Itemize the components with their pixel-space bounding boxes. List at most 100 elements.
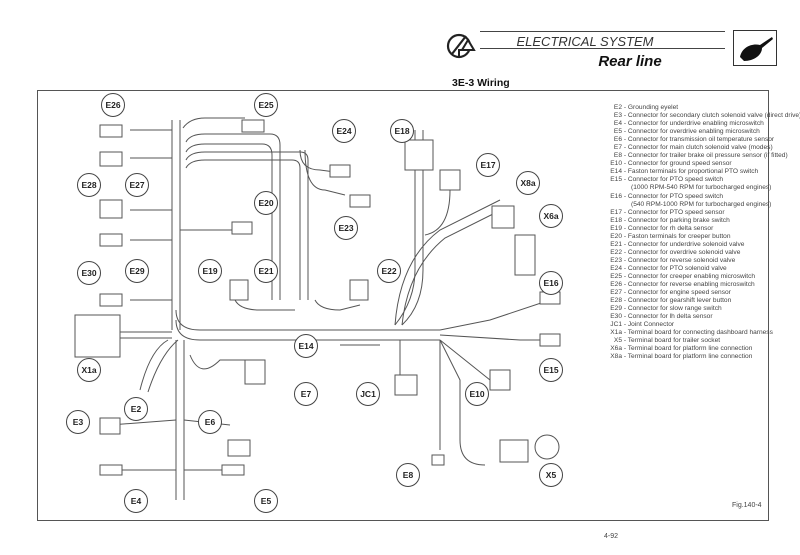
legend-item: X5 - Terminal board for trailer socket	[591, 337, 800, 345]
legend-code: X5	[613, 337, 622, 345]
legend-text: Connector for underdrive solenoid valve	[627, 240, 745, 248]
company-logo-icon	[446, 33, 476, 59]
callout-e22: E22	[377, 259, 401, 283]
legend-item: E19 - Connector for rh delta sensor	[591, 225, 800, 233]
callout-e29: E29	[125, 259, 149, 283]
legend-code: E14	[610, 168, 622, 176]
legend-item: E27 - Connector for engine speed sensor	[591, 289, 800, 297]
legend-code: E5	[613, 128, 622, 136]
legend-item: E22 - Connector for overdrive solenoid v…	[591, 249, 800, 257]
callout-x8a: X8a	[516, 171, 540, 195]
callout-e17: E17	[476, 153, 500, 177]
legend-text: Terminal board for trailer socket	[627, 337, 721, 345]
legend-code: X8a	[610, 353, 622, 361]
legend-item: E20 - Faston terminals for creeper butto…	[591, 233, 800, 241]
legend-text: Connector for creeper enabling microswit…	[627, 272, 756, 280]
legend-text: Connector for trailer brake oil pressure…	[627, 152, 788, 160]
legend-code: E24	[610, 264, 622, 272]
section-title: ELECTRICAL SYSTEM	[516, 34, 654, 49]
legend-item: E5 - Connector for overdrive enabling mi…	[591, 128, 800, 136]
legend-item: E4 - Connector for underdrive enabling m…	[591, 120, 800, 128]
legend-code: E27	[610, 289, 622, 297]
legend-text: Connector for rh delta sensor	[627, 224, 714, 232]
legend-code: JC1	[610, 321, 622, 329]
legend-item: E24 - Connector for PTO solenoid valve	[591, 265, 800, 273]
legend-code: E18	[610, 216, 622, 224]
callout-e6: E6	[198, 410, 222, 434]
legend-item: E21 - Connector for underdrive solenoid …	[591, 241, 800, 249]
tractor-hand-icon	[733, 30, 777, 66]
page-number: 4-92	[604, 533, 619, 540]
legend-item: X1a - Terminal board for connecting dash…	[591, 329, 800, 337]
legend-text: Connector for PTO speed switch	[627, 176, 724, 184]
callout-e5: E5	[254, 489, 278, 513]
legend-code: E16	[610, 192, 622, 200]
legend-item: JC1 - Joint Connector	[591, 321, 800, 329]
callout-e15: E15	[539, 358, 563, 382]
callout-e28: E28	[77, 173, 101, 197]
legend-code: E30	[610, 313, 622, 321]
legend-item: E23 - Connector for reverse solenoid val…	[591, 257, 800, 265]
diagram-frame	[37, 90, 769, 521]
callout-e27: E27	[125, 173, 149, 197]
legend-item: E15 - Connector for PTO speed switch	[591, 176, 800, 184]
legend-text: Faston terminals for proportional PTO sw…	[627, 168, 759, 176]
legend-text: Connector for lh delta sensor	[627, 313, 713, 321]
callout-e19: E19	[198, 259, 222, 283]
callout-e7: E7	[294, 382, 318, 406]
legend-item: E30 - Connector for lh delta sensor	[591, 313, 800, 321]
legend-item: X6a - Terminal board for platform line c…	[591, 345, 800, 353]
legend-text: Connector for main clutch solenoid valve…	[627, 144, 773, 152]
callout-e25: E25	[254, 93, 278, 117]
legend-text: Connector for ground speed sensor	[627, 160, 732, 168]
callout-x1a: X1a	[77, 358, 101, 382]
legend-text: Connector for overdrive enabling microsw…	[627, 128, 760, 136]
callout-e2: E2	[124, 397, 148, 421]
legend-item: E10 - Connector for ground speed sensor	[591, 160, 800, 168]
legend-item: E3 - Connector for secondary clutch sole…	[591, 112, 800, 120]
callout-e16: E16	[539, 271, 563, 295]
callout-e21: E21	[254, 259, 278, 283]
callout-e10: E10	[465, 382, 489, 406]
header-rule-bottom	[480, 48, 725, 49]
callout-e20: E20	[254, 191, 278, 215]
legend-text: Connector for PTO speed switch	[627, 192, 724, 200]
legend-text: Connector for reverse enabling microswit…	[627, 281, 755, 289]
diagram-title: 3E-3 Wiring	[452, 77, 510, 89]
callout-e3: E3	[66, 410, 90, 434]
legend-text: Terminal board for platform line connect…	[627, 353, 753, 361]
legend-code: E20	[610, 232, 622, 240]
legend-code: E17	[610, 208, 622, 216]
legend-item: E7 - Connector for main clutch solenoid …	[591, 144, 800, 152]
legend-text: Connector for reverse solenoid valve	[627, 256, 736, 264]
legend-code: X6a	[610, 345, 622, 353]
legend-code: E3	[613, 112, 622, 120]
legend-code: E7	[613, 144, 622, 152]
legend-code: E25	[610, 272, 622, 280]
legend-text: Connector for transmission oil temperatu…	[627, 136, 775, 144]
legend-code: E15	[610, 176, 622, 184]
legend-text: Terminal board for platform line connect…	[627, 345, 753, 353]
legend-item: E16 - Connector for PTO speed switch	[591, 193, 800, 201]
legend-code: E23	[610, 256, 622, 264]
legend-text: Connector for PTO speed sensor	[627, 208, 725, 216]
legend-item: E17 - Connector for PTO speed sensor	[591, 209, 800, 217]
legend-text: Joint Connector	[627, 321, 675, 329]
legend-item: E14 - Faston terminals for proportional …	[591, 168, 800, 176]
callout-jc1: JC1	[356, 382, 380, 406]
legend-code: E2	[613, 104, 622, 111]
legend-item: E26 - Connector for reverse enabling mic…	[591, 281, 800, 289]
legend-code: E29	[610, 305, 622, 313]
legend-code: E4	[613, 120, 622, 128]
legend-code: E10	[610, 160, 622, 168]
callout-e24: E24	[332, 119, 356, 143]
legend-code: E8	[613, 152, 622, 160]
callout-e14: E14	[294, 334, 318, 358]
legend-text: Connector for PTO solenoid valve	[627, 264, 727, 272]
legend-text: Grounding eyelet	[627, 104, 679, 111]
legend-text: Faston terminals for creeper button	[627, 232, 731, 240]
callout-x6a: X6a	[539, 204, 563, 228]
legend-code: E22	[610, 248, 622, 256]
legend-note: (540 RPM-1000 RPM for turbocharged engin…	[631, 200, 772, 208]
